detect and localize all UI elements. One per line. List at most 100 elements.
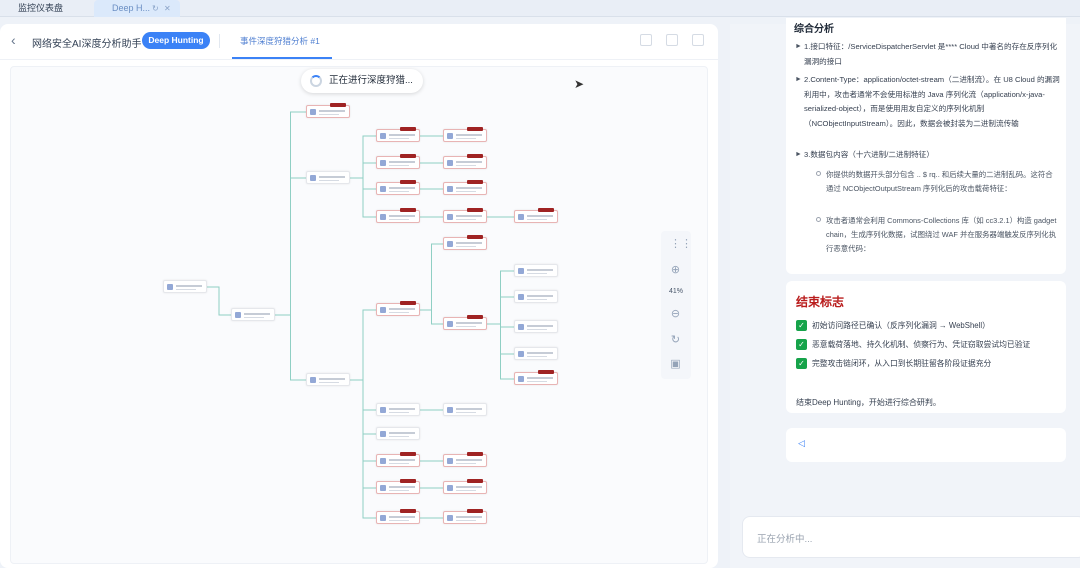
graph-node[interactable] [443,180,487,195]
node-label-bar [527,377,553,379]
graph-node[interactable] [514,208,558,223]
graph-node[interactable] [376,154,420,169]
graph-node[interactable] [376,427,420,440]
graph-node[interactable] [443,452,487,467]
node-icon [380,431,386,437]
graph-node[interactable] [376,403,420,416]
severity-badge [538,370,554,374]
graph-node[interactable] [306,373,350,386]
graph-controls: ⋮⋮ ⊕ 41% ⊖ ↻ ▣ [661,231,692,379]
node-sublabel-bar [176,289,196,290]
graph-node[interactable] [443,235,487,250]
analysis-card: 综合分析 ►1.接口特征：/ServiceDispatcherServlet 是… [786,18,1066,274]
node-label-bar [456,187,482,189]
severity-badge [538,208,554,212]
graph-node[interactable] [443,315,487,330]
active-tab-indicator [232,57,332,59]
node-sublabel-bar [456,219,476,220]
graph-node[interactable] [376,301,420,316]
chevron-left-icon[interactable]: ‹ [11,32,16,48]
tab-event-hunting[interactable]: 事件深度狩猎分析 #1 [240,36,320,46]
layout-icon[interactable] [692,34,704,46]
graph-node[interactable] [163,280,207,293]
graph-node[interactable] [514,264,558,277]
input-placeholder: 正在分析中... [757,534,813,545]
graph-node[interactable] [443,509,487,524]
node-sublabel-bar [389,312,409,313]
node-sublabel-bar [527,273,547,274]
node-icon [380,485,386,491]
graph-node[interactable] [514,320,558,333]
tab-monitor-dashboard[interactable]: 监控仪表盘 [18,3,64,13]
node-icon [310,109,316,115]
node-icon [518,351,524,357]
graph-node[interactable] [376,479,420,494]
node-icon [447,214,453,220]
triangle-left-icon[interactable]: ◁ [798,438,805,448]
graph-node[interactable] [231,308,275,321]
node-label-bar [456,215,482,217]
node-icon [447,186,453,192]
node-label-bar [527,269,553,271]
node-icon [518,294,524,300]
graph-node[interactable] [514,347,558,360]
graph-node[interactable] [443,208,487,223]
graph-node[interactable] [376,208,420,223]
grid-icon[interactable] [666,34,678,46]
node-sublabel-bar [389,412,409,413]
graph-node[interactable] [514,370,558,385]
analysis-item: ►3.数据包内容（十六进制/二进制特征） [795,148,1060,163]
node-label-bar [389,459,415,461]
node-icon [380,307,386,313]
node-sublabel-bar [527,329,547,330]
end-summary: 结束Deep Hunting，开始进行综合研判。 [796,398,941,407]
image-icon[interactable]: ▣ [670,358,681,370]
graph-node[interactable] [514,290,558,303]
node-label-bar [389,161,415,163]
graph-node[interactable] [443,127,487,142]
node-sublabel-bar [527,381,547,382]
node-label-bar [319,378,345,380]
node-icon [518,324,524,330]
zoom-out-icon[interactable]: ⊖ [670,308,681,320]
node-sublabel-bar [456,246,476,247]
severity-badge [400,301,416,305]
divider [219,34,220,48]
graph-node[interactable] [306,171,350,184]
node-label-bar [389,408,415,410]
arrow-icon: ► [795,43,802,50]
fit-view-icon[interactable]: ⋮⋮ [670,238,692,250]
graph-node[interactable] [443,154,487,169]
node-icon [380,160,386,166]
graph-node[interactable] [376,127,420,142]
node-sublabel-bar [389,490,409,491]
attack-graph-canvas[interactable]: 正在进行深度狩猎... ⋮⋮ ⊕ 41% ⊖ ↻ ▣ [10,66,708,564]
close-icon[interactable]: ✕ [164,4,171,13]
chat-input[interactable]: 正在分析中... [742,516,1080,558]
reset-icon[interactable]: ↻ [670,334,681,346]
node-icon [380,186,386,192]
graph-node[interactable] [443,403,487,416]
end-card: 结束标志 [786,281,1066,413]
graph-node[interactable] [306,103,350,118]
node-icon [380,133,386,139]
analysis-subitem: 你提供的数据开头部分包含 .. $ rq.. 和后续大量的二进制乱码。这符合通过… [816,168,1058,196]
analysis-item: ►1.接口特征：/ServiceDispatcherServlet 是**** … [795,42,1058,66]
node-icon [380,515,386,521]
deep-hunting-badge[interactable]: Deep Hunting [142,32,210,49]
graph-node[interactable] [376,452,420,467]
checkbox-icon: ✓ [796,358,807,369]
collapsed-card[interactable]: ◁ [786,428,1066,462]
node-icon [167,284,173,290]
node-sublabel-bar [456,412,476,413]
export-icon[interactable] [640,34,652,46]
node-sublabel-bar [389,191,409,192]
zoom-in-icon[interactable]: ⊕ [670,264,681,276]
graph-node[interactable] [376,509,420,524]
severity-badge [467,154,483,158]
severity-badge [400,479,416,483]
refresh-icon[interactable]: ↻ [152,4,159,13]
tab-deep-hunting[interactable]: Deep H... ↻ ✕ [94,0,180,17]
graph-node[interactable] [443,479,487,494]
graph-node[interactable] [376,180,420,195]
